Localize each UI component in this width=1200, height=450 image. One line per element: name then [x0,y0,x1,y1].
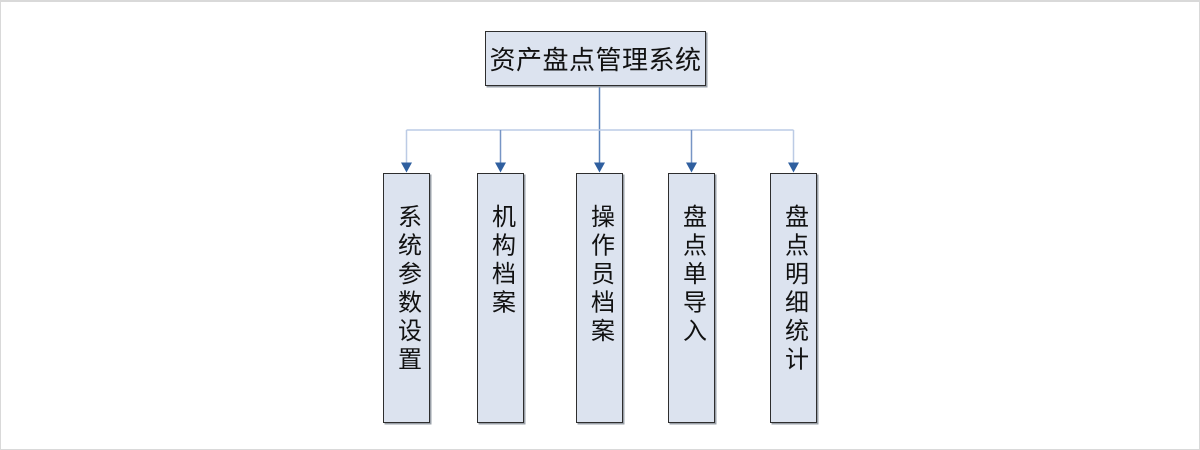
arrow-down-icon [594,162,605,173]
child-node-label: 盘点明细统计 [780,204,807,375]
root-node-label: 资产盘点管理系统 [489,46,702,75]
arrow-down-icon [401,162,412,173]
child-node-label: 机构档案 [487,204,514,318]
arrow-down-icon [788,162,799,173]
diagram-node-system-params: 系统参数设置 [383,173,430,423]
diagram-node-inventory-import: 盘点单导入 [668,173,715,423]
arrow-down-icon [686,162,697,173]
child-node-label: 盘点单导入 [678,204,705,347]
diagram-node-org-archive: 机构档案 [477,173,524,423]
arrow-down-icon [495,162,506,173]
diagram-node-operator-archive: 操作员档案 [576,173,623,423]
child-node-label: 系统参数设置 [393,204,420,375]
child-node-label: 操作员档案 [586,204,613,347]
diagram-node-root: 资产盘点管理系统 [485,31,706,86]
diagram-node-inventory-stats: 盘点明细统计 [770,173,817,423]
